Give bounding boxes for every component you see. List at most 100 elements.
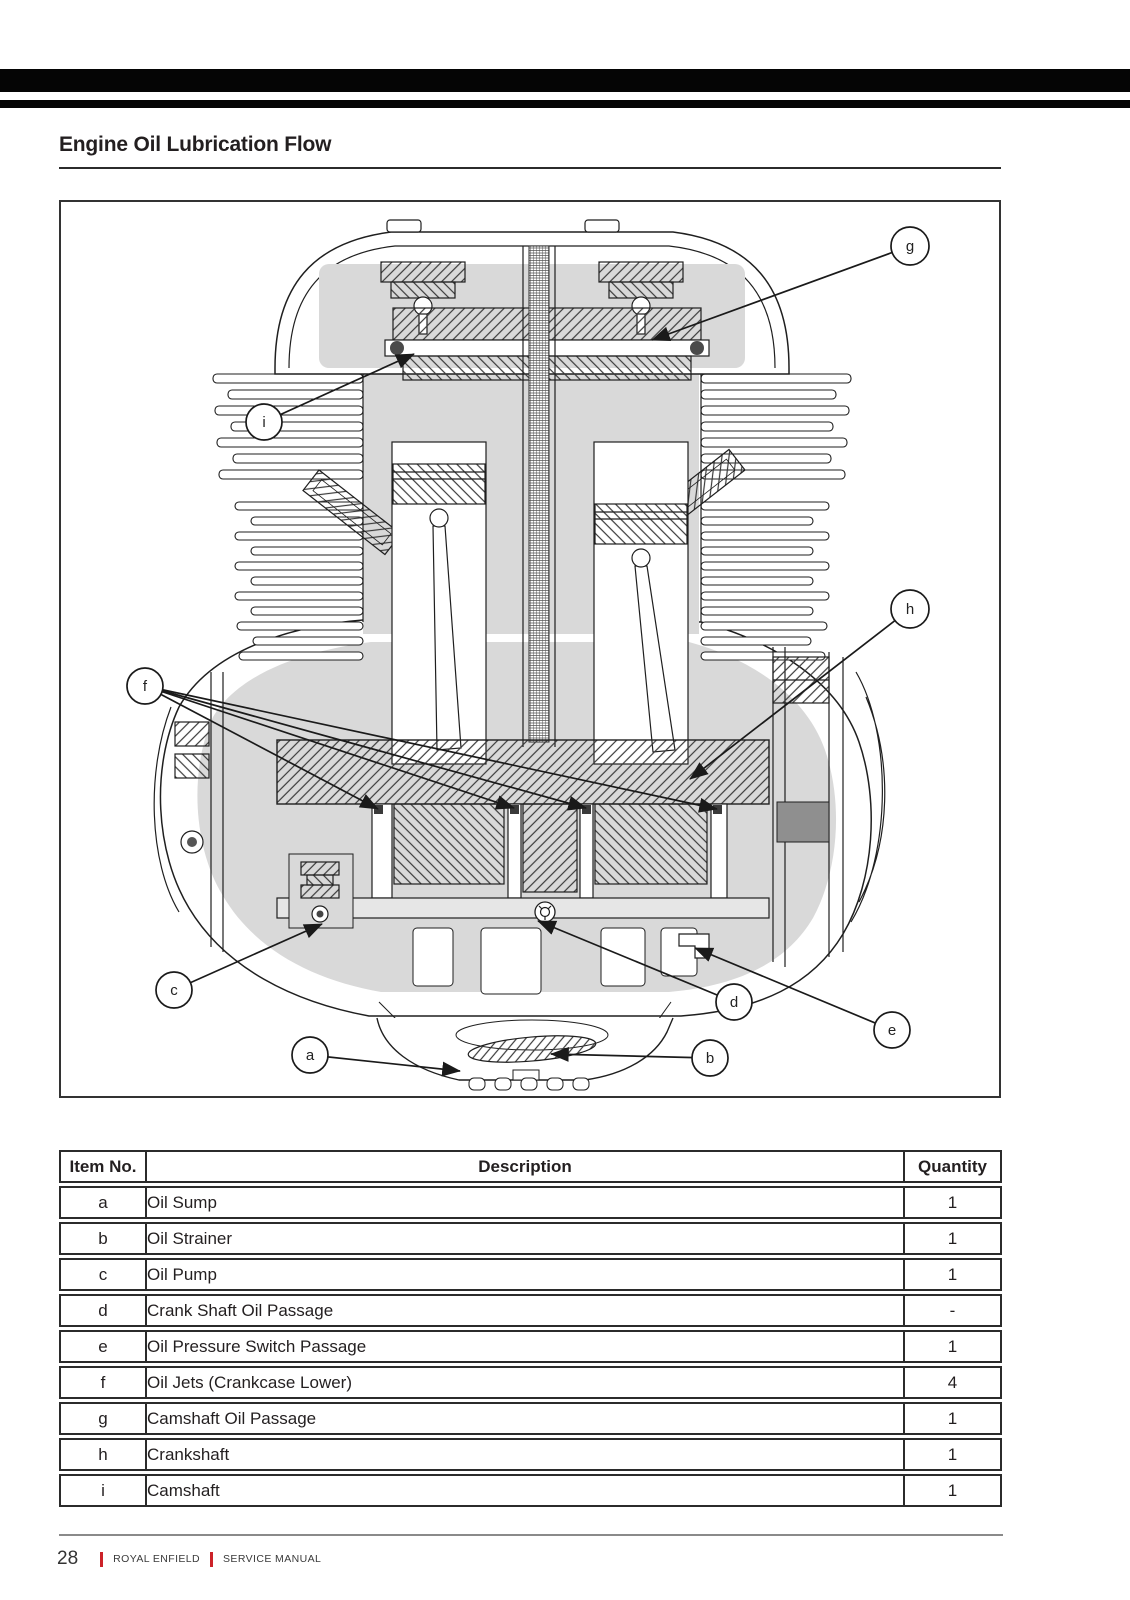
- svg-text:d: d: [730, 994, 738, 1011]
- piston-right: [594, 503, 688, 568]
- header-rule-thin: [0, 100, 1130, 108]
- col-header-quantity: Quantity: [905, 1150, 1002, 1183]
- table-row: d Crank Shaft Oil Passage -: [59, 1294, 1002, 1327]
- rocker-assembly-left: [380, 261, 466, 335]
- callout-a: a: [291, 1036, 329, 1074]
- arrow-e: [694, 947, 893, 1031]
- arrow-f2: [144, 685, 515, 810]
- svg-text:e: e: [888, 1022, 896, 1039]
- callout-bubbles: a b c d e: [126, 226, 930, 1077]
- oil-jet-4: [713, 805, 722, 814]
- page-number: 28: [57, 1548, 79, 1569]
- callout-f: f: [126, 667, 164, 705]
- crankcase-floor: [276, 897, 770, 919]
- manual-name: SERVICE MANUAL: [223, 1553, 322, 1565]
- cell-item: g: [59, 1402, 147, 1435]
- arrow-h: [689, 608, 911, 780]
- arrow-a: [309, 1054, 461, 1077]
- cell-description: Oil Sump: [147, 1186, 905, 1219]
- footer-divider-icon: [210, 1551, 214, 1567]
- cell-description: Oil Jets (Crankcase Lower): [147, 1366, 905, 1399]
- svg-text:g: g: [906, 238, 914, 255]
- arrow-d: [537, 920, 735, 1003]
- sump-fins: [468, 1077, 590, 1091]
- arrow-f4: [144, 685, 718, 813]
- callout-h: h: [890, 589, 930, 629]
- arrow-c: [173, 923, 323, 991]
- cell-quantity: 1: [905, 1330, 1002, 1363]
- cell-quantity: 1: [905, 1186, 1002, 1219]
- table-row: g Camshaft Oil Passage 1: [59, 1402, 1002, 1435]
- arrow-g: [651, 245, 911, 341]
- callout-b: b: [691, 1039, 729, 1077]
- head-fins-left: [212, 373, 364, 480]
- cell-item: c: [59, 1258, 147, 1291]
- col-header-description: Description: [147, 1150, 905, 1183]
- cover-bump-left: [386, 219, 422, 233]
- callout-c: c: [155, 971, 193, 1009]
- engine-diagram-figure: a b c d e: [59, 200, 1001, 1098]
- engine-drawing: [153, 219, 886, 1091]
- oil-pump: [288, 853, 354, 929]
- table-row: b Oil Strainer 1: [59, 1222, 1002, 1255]
- cell-quantity: -: [905, 1294, 1002, 1327]
- callout-d: d: [715, 983, 753, 1021]
- callout-g: g: [890, 226, 930, 266]
- piston-left: [392, 463, 486, 528]
- header-rule-thick: [0, 69, 1130, 92]
- cylinder-fins-right: [700, 501, 830, 661]
- cell-description: Camshaft Oil Passage: [147, 1402, 905, 1435]
- crankcase-lower-webs: [371, 803, 728, 899]
- callout-i: i: [245, 403, 283, 441]
- cell-description: Camshaft: [147, 1474, 905, 1507]
- parts-table: Item No. Description Quantity a Oil Sump…: [59, 1147, 1002, 1510]
- engine-cross-section-diagram: a b c d e: [126, 219, 930, 1091]
- oil-jet-3: [582, 805, 591, 814]
- svg-text:c: c: [170, 982, 178, 999]
- cell-item: f: [59, 1366, 147, 1399]
- block-walls: [362, 374, 702, 622]
- table-row: h Crankshaft 1: [59, 1438, 1002, 1471]
- table-row: c Oil Pump 1: [59, 1258, 1002, 1291]
- svg-text:b: b: [706, 1050, 714, 1067]
- cell-quantity: 4: [905, 1366, 1002, 1399]
- crankshaft: [276, 739, 770, 805]
- cell-description: Oil Pump: [147, 1258, 905, 1291]
- cell-description: Oil Pressure Switch Passage: [147, 1330, 905, 1363]
- clutch-assembly: [772, 647, 886, 967]
- svg-text:a: a: [306, 1047, 315, 1064]
- callout-arrows: [144, 245, 911, 1077]
- footer-divider-icon: [100, 1551, 104, 1567]
- crank-oil-passage-bolt: [534, 901, 556, 923]
- cell-quantity: 1: [905, 1402, 1002, 1435]
- callout-e: e: [873, 1011, 911, 1049]
- cell-description: Crank Shaft Oil Passage: [147, 1294, 905, 1327]
- cell-item: e: [59, 1330, 147, 1363]
- cell-item: b: [59, 1222, 147, 1255]
- table-row: i Camshaft 1: [59, 1474, 1002, 1507]
- cell-item: h: [59, 1438, 147, 1471]
- table-header-row: Item No. Description Quantity: [59, 1150, 1002, 1183]
- cam-chain-tunnel: [522, 246, 556, 747]
- cell-description: Oil Strainer: [147, 1222, 905, 1255]
- cell-item: a: [59, 1186, 147, 1219]
- oil-jet-1: [374, 805, 383, 814]
- page-title: Engine Oil Lubrication Flow: [59, 132, 1001, 169]
- arrow-b: [550, 1046, 711, 1062]
- cam-chain: [528, 245, 550, 743]
- cover-bump-right: [584, 219, 620, 233]
- page-footer: 28 ROYAL ENFIELD SERVICE MANUAL: [57, 1548, 1130, 1570]
- cell-item: i: [59, 1474, 147, 1507]
- svg-text:h: h: [906, 601, 914, 618]
- cell-quantity: 1: [905, 1258, 1002, 1291]
- cylinder-fins-left: [234, 501, 364, 661]
- cell-quantity: 1: [905, 1222, 1002, 1255]
- svg-text:f: f: [143, 678, 148, 695]
- cell-quantity: 1: [905, 1438, 1002, 1471]
- col-header-item-no: Item No.: [59, 1150, 147, 1183]
- cell-description: Crankshaft: [147, 1438, 905, 1471]
- arrow-i: [263, 353, 415, 423]
- cell-item: d: [59, 1294, 147, 1327]
- footer-rule: [59, 1534, 1003, 1536]
